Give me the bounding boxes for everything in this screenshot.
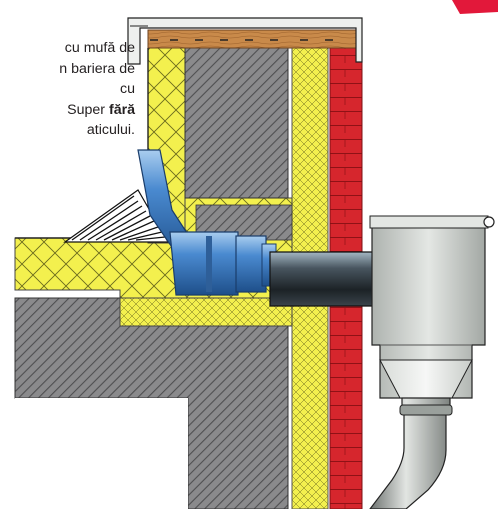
caption-line-4-bold: fără: [108, 101, 135, 118]
corner-tag: [452, 0, 498, 14]
caption-line-3: cu: [120, 81, 135, 97]
drain-outlet-pipe: [137, 149, 277, 296]
description-text: cu mufă de n bariera de cu Super fără at…: [0, 38, 135, 141]
caption-line-1: cu mufă de: [64, 40, 135, 56]
downpipe: [368, 397, 453, 510]
slab-insulation: [119, 297, 293, 327]
caption-line-5: aticului.: [86, 122, 135, 138]
caption-line-4-text: Super: [67, 101, 109, 118]
caption-line-4: Super fără: [0, 100, 135, 121]
metal-coping: [127, 17, 363, 65]
wood-coping: [147, 29, 361, 49]
caption-line-2: n bariera de: [59, 60, 135, 77]
rainwater-head: [369, 215, 495, 399]
